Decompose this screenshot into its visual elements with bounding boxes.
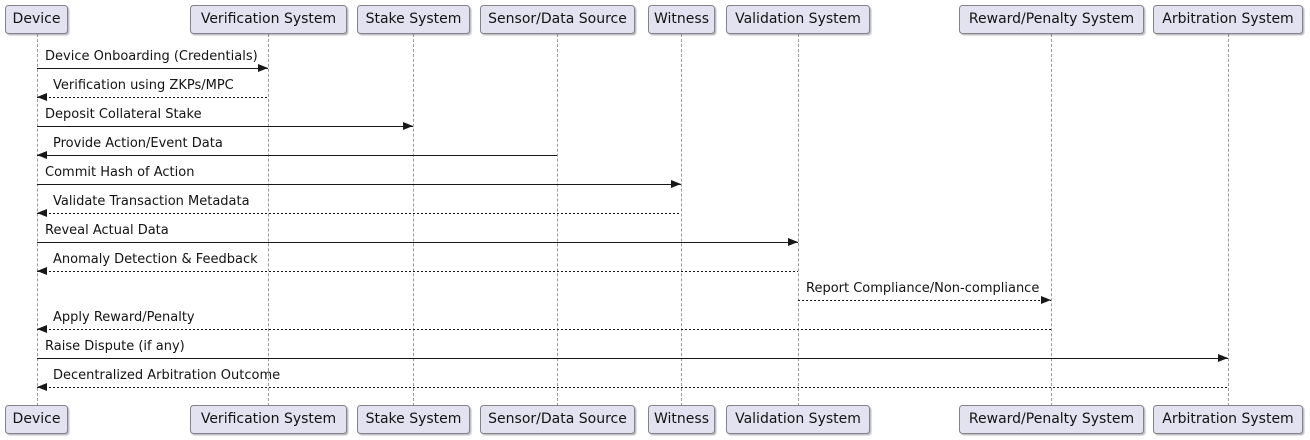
message-label: Commit Hash of Action: [45, 165, 195, 180]
lifeline-reward: [1050, 34, 1052, 406]
message-line: [37, 155, 557, 156]
arrowhead-right-icon: [1041, 296, 1051, 304]
participant-verification-bottom: Verification System: [190, 405, 347, 434]
message-line: [37, 126, 413, 127]
lifeline-verification: [267, 34, 269, 406]
lifeline-witness: [680, 34, 682, 406]
message-label: Anomaly Detection & Feedback: [53, 252, 258, 267]
arrowhead-right-icon: [258, 64, 268, 72]
participant-stake-top: Stake System: [357, 5, 470, 34]
participant-witness-top: Witness: [648, 5, 715, 34]
message-line: [37, 329, 1051, 330]
message-line: [37, 97, 268, 98]
message-line: [37, 271, 798, 272]
lifeline-stake: [412, 34, 414, 406]
participant-validation-top: Validation System: [726, 5, 870, 34]
participant-reward-top: Reward/Penalty System: [959, 5, 1144, 34]
message-line: [37, 242, 798, 243]
participant-validation-bottom: Validation System: [726, 405, 870, 434]
arrowhead-left-icon: [37, 267, 47, 275]
participant-sensor-top: Sensor/Data Source: [480, 5, 635, 34]
message-label: Device Onboarding (Credentials): [45, 49, 258, 64]
participant-arbitration-bottom: Arbitration System: [1153, 405, 1303, 434]
arrowhead-right-icon: [1218, 354, 1228, 362]
participant-verification-top: Verification System: [190, 5, 347, 34]
message-label: Report Compliance/Non-compliance: [806, 281, 1040, 296]
arrowhead-left-icon: [37, 325, 47, 333]
lifeline-device: [36, 34, 38, 406]
participant-sensor-bottom: Sensor/Data Source: [480, 405, 635, 434]
message-label: Provide Action/Event Data: [53, 136, 223, 151]
message-label: Verification using ZKPs/MPC: [53, 78, 234, 93]
message-label: Apply Reward/Penalty: [53, 310, 195, 325]
arrowhead-right-icon: [788, 238, 798, 246]
arrowhead-left-icon: [37, 151, 47, 159]
message-line: [798, 300, 1051, 301]
message-label: Raise Dispute (if any): [45, 339, 185, 354]
arrowhead-left-icon: [37, 93, 47, 101]
message-line: [37, 358, 1228, 359]
participant-device-bottom: Device: [5, 405, 68, 434]
participant-witness-bottom: Witness: [648, 405, 715, 434]
arrowhead-left-icon: [37, 209, 47, 217]
participant-stake-bottom: Stake System: [357, 405, 470, 434]
message-line: [37, 213, 681, 214]
message-line: [37, 387, 1228, 388]
lifeline-sensor: [556, 34, 558, 406]
arrowhead-right-icon: [671, 180, 681, 188]
message-line: [37, 68, 268, 69]
arrowhead-left-icon: [37, 383, 47, 391]
arrowhead-right-icon: [403, 122, 413, 130]
participant-arbitration-top: Arbitration System: [1153, 5, 1303, 34]
participant-reward-bottom: Reward/Penalty System: [959, 405, 1144, 434]
lifeline-validation: [797, 34, 799, 406]
lifeline-arbitration: [1227, 34, 1229, 406]
message-line: [37, 184, 681, 185]
message-label: Validate Transaction Metadata: [53, 194, 250, 209]
message-label: Deposit Collateral Stake: [45, 107, 202, 122]
message-label: Reveal Actual Data: [45, 223, 169, 238]
participant-device-top: Device: [5, 5, 68, 34]
message-label: Decentralized Arbitration Outcome: [53, 368, 281, 383]
